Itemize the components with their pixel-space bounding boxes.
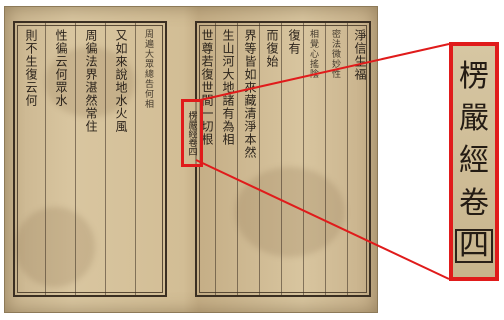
right-leaf: 世尊若復世間一切根 生山河大地諸有為相 界等皆如來藏清淨本然 而復始 復有 相覺… [195,21,371,297]
text-column: 復有 [287,29,301,55]
scanned-book-page: 則不生復云何 性徧云何眾水 周徧法界湛然常住 又如來說地水火風 周遍大眾總告何相… [4,6,378,313]
text-column: 界等皆如來藏清淨本然 [243,29,257,159]
zoom-character: 嚴 [459,101,489,137]
zoom-inset: 楞 嚴 經 卷 四 [449,42,499,281]
text-column: 淨信生福 [353,29,367,81]
zoom-character: 經 [459,143,489,179]
text-column: 生山河大地諸有為相 [221,29,235,146]
text-column: 則不生復云何 [24,29,38,107]
zoom-character: 卷 [459,185,489,221]
text-column: 性徧云何眾水 [54,29,68,107]
text-column: 又如來說地水火風 [114,29,128,133]
text-column: 密法微妙性 [330,29,340,79]
highlighted-title-label: 楞嚴經卷四 [181,99,203,167]
left-leaf: 則不生復云何 性徧云何眾水 周徧法界湛然常住 又如來說地水火風 周遍大眾總告何相 [13,21,167,297]
zoom-character-boxed: 四 [455,228,493,263]
zoom-character: 楞 [459,59,489,95]
text-column: 周徧法界湛然常住 [84,29,98,133]
text-column: 周遍大眾總告何相 [143,29,153,109]
text-column: 而復始 [265,29,279,68]
text-column: 相覺心搖陰 [308,29,318,79]
